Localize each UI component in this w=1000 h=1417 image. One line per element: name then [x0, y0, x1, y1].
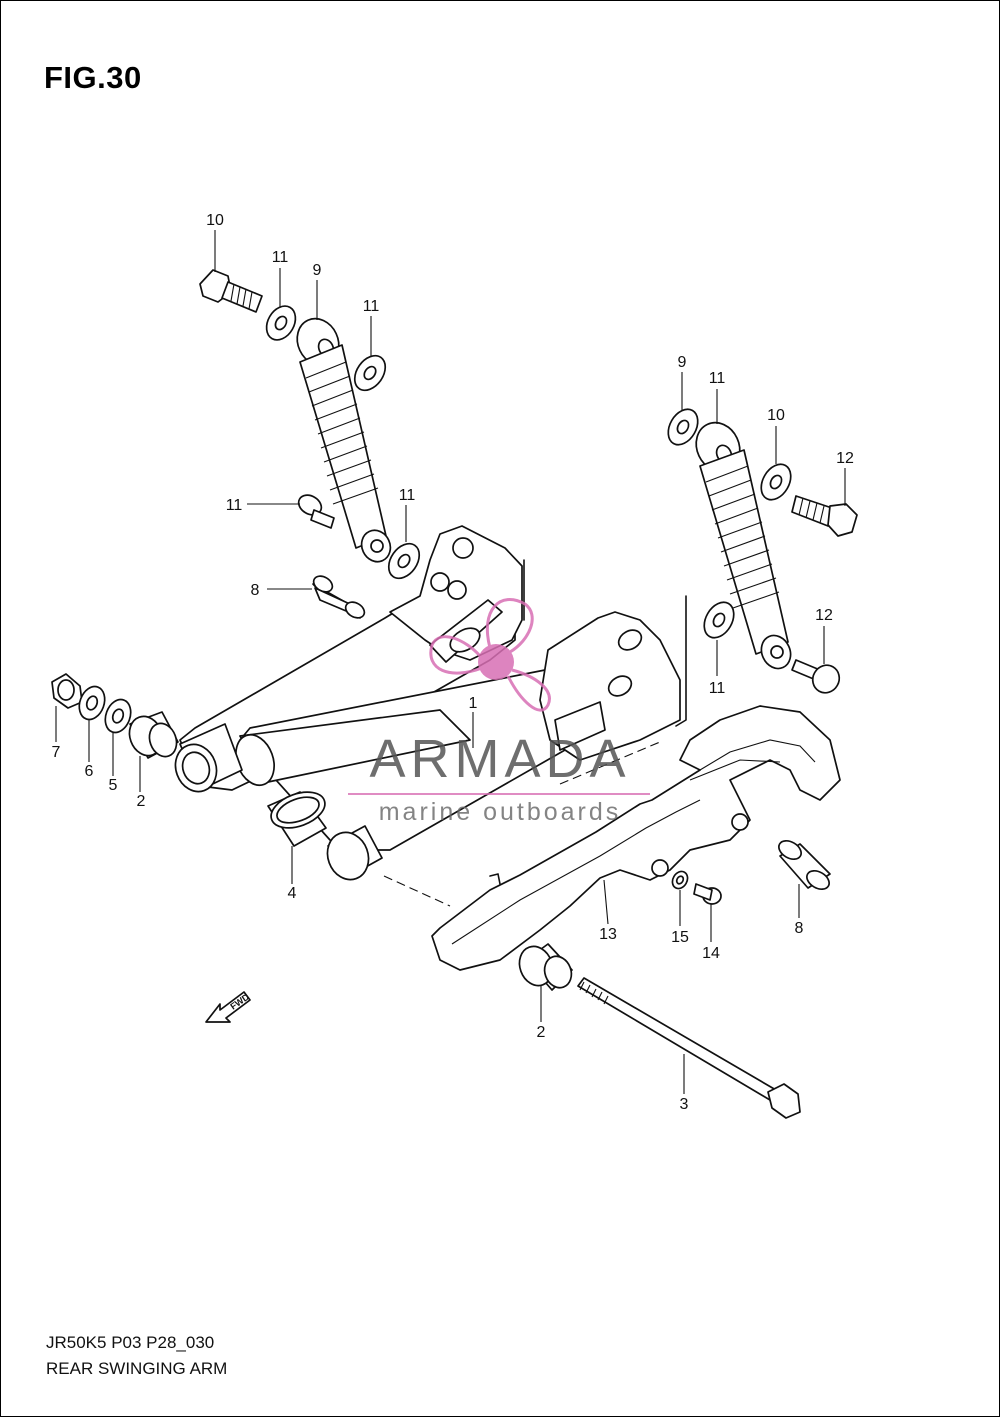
callout: 11 — [399, 487, 416, 504]
callout: 11 — [226, 497, 243, 514]
callout: 8 — [251, 582, 260, 599]
fwd-arrow-icon: FWD — [205, 991, 251, 1023]
spacer-4 — [267, 791, 327, 847]
washer-5 — [104, 698, 132, 734]
chain-guard-13 — [431, 705, 841, 971]
callout: 11 — [272, 249, 289, 266]
callout: 12 — [815, 607, 833, 624]
callout: 8 — [795, 920, 804, 937]
watermark-divider — [348, 793, 650, 795]
washer-11-right-c — [703, 601, 735, 639]
bolt-12-right — [791, 659, 841, 694]
callout: 9 — [313, 262, 322, 279]
washer-11-left-b — [353, 354, 387, 392]
callout: 11 — [709, 680, 726, 697]
callout: 10 — [206, 212, 224, 229]
callout: 14 — [702, 945, 720, 962]
callout: 3 — [680, 1096, 689, 1113]
callout-numbers: 10 11 9 11 11 9 11 10 12 11 8 12 11 7 6 … — [52, 212, 854, 1113]
shock-absorber-9-right — [695, 421, 792, 670]
nut-7 — [51, 673, 83, 709]
callout: 13 — [599, 926, 617, 943]
bolt-10-left — [199, 269, 263, 313]
callout: 11 — [709, 370, 726, 387]
alignment-line-b — [559, 741, 661, 785]
callout: 7 — [52, 744, 61, 761]
figure-title: FIG.30 — [44, 60, 142, 95]
swing-arm-1 — [174, 525, 687, 881]
collar-8-left — [312, 575, 366, 619]
washer-15 — [671, 870, 689, 890]
callout-leaders — [55, 230, 846, 1094]
watermark-propeller-icon — [429, 598, 551, 712]
axle-3 — [577, 977, 801, 1119]
bolt-10-right — [791, 495, 858, 537]
collar-8-right — [778, 839, 831, 891]
washer-6 — [78, 685, 106, 721]
bolt-12-left — [297, 494, 335, 529]
washer-11-right-b — [760, 463, 792, 501]
watermark-brand: ARMADA — [369, 729, 631, 789]
callout: 10 — [767, 407, 785, 424]
shock-absorber-9-left — [296, 317, 392, 563]
callout: 9 — [678, 354, 687, 371]
screw-14 — [693, 883, 722, 905]
callout: 6 — [85, 763, 94, 780]
alignment-line-a — [383, 875, 451, 907]
callout: 15 — [671, 929, 689, 946]
callout: 11 — [363, 298, 380, 315]
diagram-code: JR50K5 P03 P28_030 — [46, 1333, 215, 1352]
watermark-tagline: marine outboards — [378, 798, 622, 826]
diagram-name: REAR SWINGING ARM — [46, 1359, 228, 1378]
callout: 12 — [836, 450, 854, 467]
washer-11-left-c — [387, 542, 421, 580]
callout: 1 — [469, 695, 478, 712]
bushing-2-left — [128, 711, 179, 759]
washer-11-left-a — [265, 305, 297, 341]
callout: 2 — [137, 793, 146, 810]
callout: 2 — [537, 1024, 546, 1041]
callout: 4 — [288, 885, 297, 902]
washer-11-right-a — [667, 408, 699, 446]
callout: 5 — [109, 777, 118, 794]
bushing-2-bottom — [518, 943, 573, 991]
